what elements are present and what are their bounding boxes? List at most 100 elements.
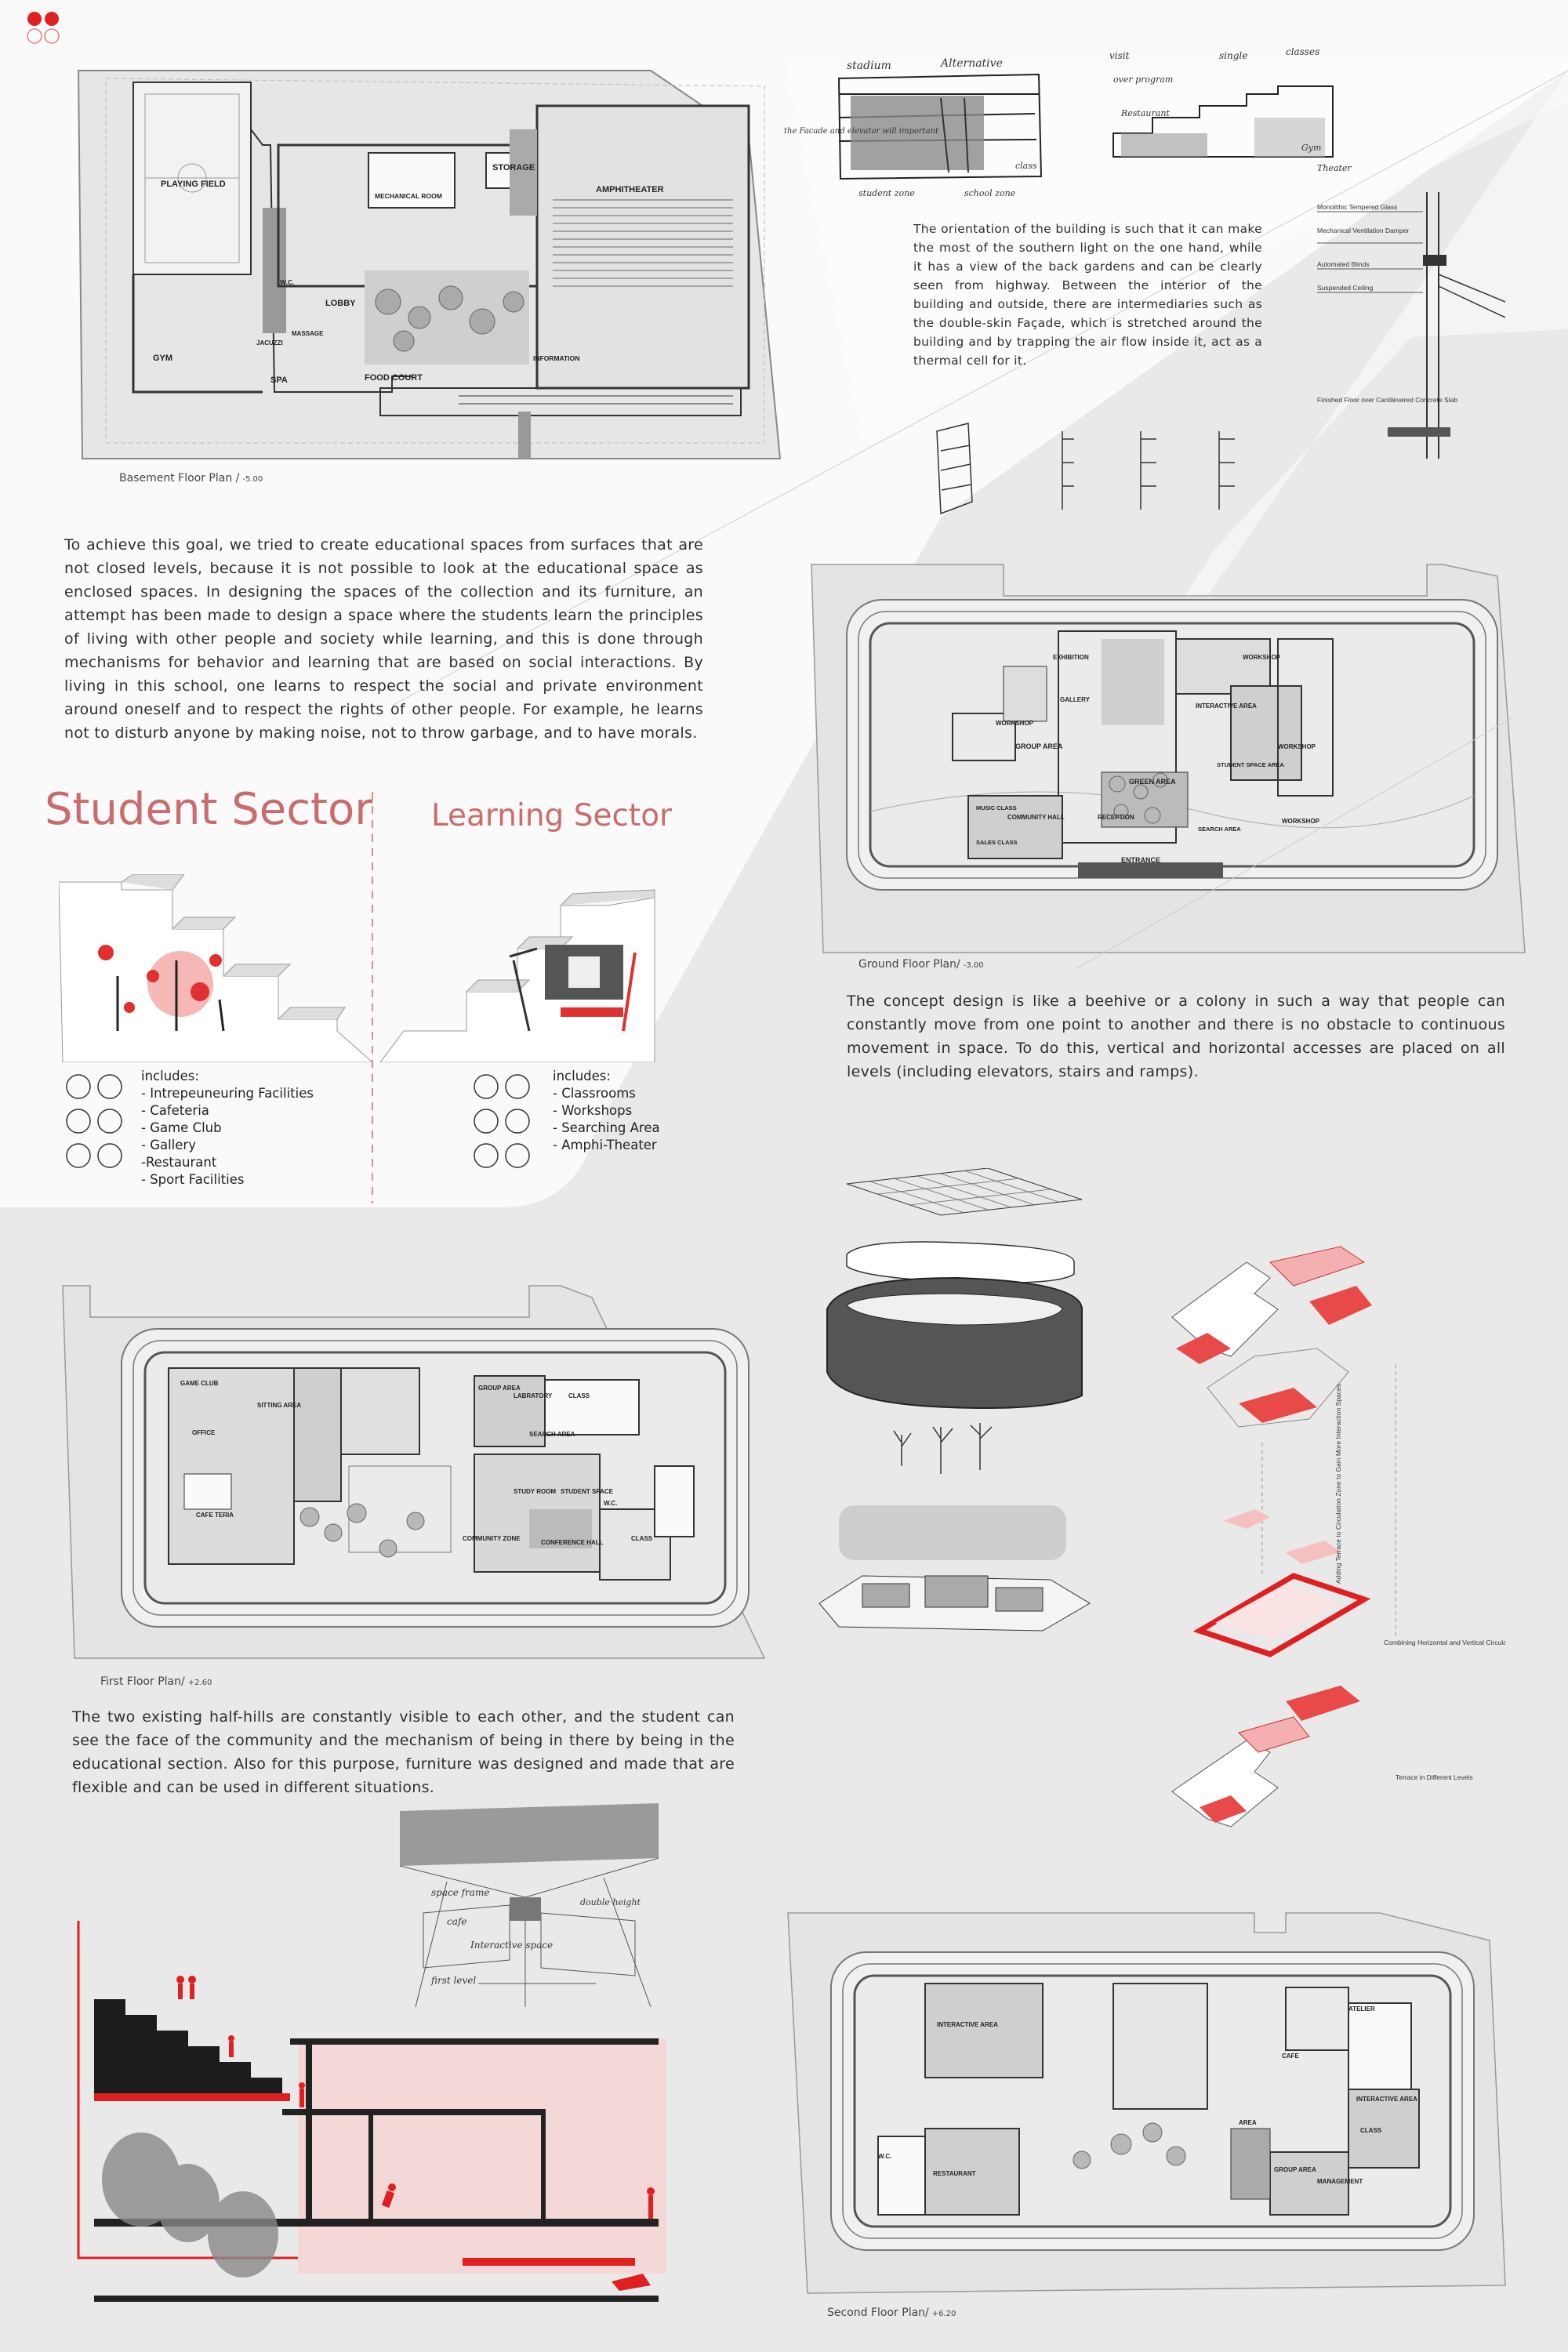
section-note: Mechanical Ventilation Damper	[1317, 227, 1409, 234]
sketch-label: first level	[430, 1975, 476, 1986]
room-label: W.C.	[878, 2153, 891, 2160]
sector-divider	[372, 792, 373, 1203]
room-label: GYM	[153, 354, 172, 363]
room-label: W.C.	[280, 278, 294, 286]
room-label: FOOD COURT	[365, 373, 423, 383]
includes-label: includes:	[141, 1069, 199, 1083]
room-label: WORKSHOP	[1282, 818, 1320, 825]
section-note: Automated Blinds	[1317, 260, 1370, 268]
room-label: GREEN AREA	[1129, 778, 1176, 786]
exploded-axonometric	[818, 1168, 1091, 1632]
halfhills-paragraph: The two existing half-hills are constant…	[72, 1708, 735, 1796]
room-label: SALES CLASS	[976, 839, 1018, 846]
ground-floor-plan: EXHIBITION GALLERY WORKSHOP WORKSHOP INT…	[811, 564, 1526, 968]
room-label: AREA	[1239, 2119, 1257, 2126]
list-item: -Restaurant	[141, 1155, 217, 1170]
room-label: MASSAGE	[292, 330, 324, 337]
diagram-note: Combining Horizontal and Vertical Circul…	[1384, 1639, 1505, 1646]
sketch-label: classes	[1286, 46, 1319, 57]
first-floor-plan: GAME CLUB SITTING AREA OFFICE CAFE TERIA…	[62, 1285, 766, 1659]
room-label: WORKSHOP	[996, 720, 1034, 727]
room-label: STUDY ROOM	[514, 1488, 556, 1495]
sketch-label: single	[1219, 50, 1247, 61]
logo-mark	[24, 8, 71, 55]
interior-perspective-sketch: space frame cafe Interactive space first…	[400, 1803, 659, 2007]
list-item: - Intrepeuneuring Facilities	[141, 1086, 314, 1101]
basement-floor-plan: PLAYING FIELD STORAGE MECHANICAL ROOM AM…	[77, 70, 782, 459]
student-sector-title: Student Sector	[45, 784, 373, 835]
student-sector-includes: includes: - Intrepeuneuring Facilities -…	[141, 1068, 314, 1189]
room-label: CAFE TERIA	[196, 1512, 234, 1519]
room-label: OFFICE	[192, 1429, 216, 1436]
room-label: INTERACTIVE AREA	[1356, 2096, 1417, 2103]
sketch-label: school zone	[964, 188, 1016, 196]
sketch-label: student zone	[858, 188, 915, 196]
room-label: GALLERY	[1060, 696, 1091, 703]
second-floor-plan: INTERACTIVE AREA ATELIER CAFE INTERACTIV…	[787, 1912, 1506, 2294]
sketch-label: Alternative	[939, 57, 1003, 70]
sketch-label: class	[1015, 161, 1037, 171]
room-label: LABRATORY	[514, 1392, 553, 1399]
room-label: WORKSHOP	[1243, 654, 1281, 661]
building-section	[77, 1921, 666, 2302]
room-label: W.C.	[604, 1500, 617, 1507]
sketch-label: cafe	[447, 1916, 466, 1927]
room-label: CLASS	[631, 1535, 653, 1542]
section-note: Suspended Ceiling	[1317, 284, 1374, 292]
list-item: - Searching Area	[553, 1120, 660, 1135]
sketch-label: over program	[1113, 74, 1173, 85]
section-note: Finished Floor over Cantilevered Concret…	[1317, 396, 1457, 404]
room-label: STORAGE	[492, 163, 535, 172]
room-label: EXHIBITION	[1053, 654, 1089, 661]
basement-caption: Basement Floor Plan /-5.00	[119, 472, 263, 485]
intro-paragraph: To achieve this goal, we tried to create…	[64, 536, 703, 742]
list-item: - Gallery	[141, 1138, 196, 1152]
list-item: - Sport Facilities	[141, 1172, 245, 1187]
sketch-label: visit	[1109, 50, 1130, 61]
room-label: MUSIC CLASS	[976, 804, 1017, 811]
room-label: COMMUNITY HALL	[1007, 814, 1065, 821]
section-note: Monolithic Tempered Glass	[1317, 203, 1397, 211]
room-label: WORKSHOP	[1278, 743, 1316, 750]
room-label: AMPHITHEATER	[596, 185, 664, 194]
facade-detail-diagrams	[936, 423, 1235, 515]
list-item: - Cafeteria	[141, 1103, 209, 1118]
orientation-paragraph: The orientation of the building is such …	[913, 222, 1262, 368]
room-label: CLASS	[1360, 2127, 1382, 2134]
room-label: CAFE	[1282, 2053, 1299, 2060]
room-label: PLAYING FIELD	[161, 180, 226, 189]
list-item: - Classrooms	[553, 1086, 636, 1101]
sector-stair-illustration	[59, 874, 655, 1062]
room-label: ATELIER	[1348, 2005, 1375, 2013]
diagram-note: Adding Terrace to Circulation Zone to Ga…	[1334, 1384, 1342, 1584]
room-label: ENTRANCE	[1121, 856, 1160, 864]
sketch-label: Theater	[1317, 163, 1352, 173]
second-caption: Second Floor Plan/+6.20	[827, 2307, 956, 2319]
room-label: STUDENT SPACE AREA	[1217, 761, 1284, 768]
room-label: RECEPTION	[1098, 814, 1134, 821]
list-item: - Game Club	[141, 1120, 222, 1135]
sketch-label: the Facade and elevator will important	[784, 127, 939, 136]
room-label: SITTING AREA	[257, 1402, 301, 1409]
room-label: STUDENT SPACE	[561, 1488, 614, 1495]
room-label: SEARCH AREA	[529, 1431, 575, 1438]
concept-sketches: stadium Alternative the Facade and eleva…	[784, 46, 1352, 196]
room-label: INTERACTIVE AREA	[937, 2021, 998, 2028]
ground-caption: Ground Floor Plan/-3.00	[858, 958, 984, 971]
learning-sector-includes: includes: - Classrooms - Workshops - Sea…	[553, 1068, 660, 1154]
room-label: INFORMATION	[533, 354, 579, 362]
room-label: GROUP AREA	[1274, 2166, 1316, 2173]
concept-paragraph: The concept design is like a beehive or …	[847, 993, 1505, 1080]
list-item: - Workshops	[553, 1103, 633, 1118]
room-label: JACUZZI	[256, 339, 283, 347]
list-item: - Amphi-Theater	[553, 1138, 657, 1152]
room-label: GROUP AREA	[478, 1385, 521, 1392]
sector-icons	[66, 1074, 530, 1168]
room-label: COMMUNITY ZONE	[463, 1535, 521, 1542]
sketch-label: space frame	[431, 1887, 489, 1898]
sketch-label: Gym	[1301, 143, 1321, 153]
sketch-label: Interactive space	[470, 1940, 553, 1951]
room-label: LOBBY	[325, 299, 356, 308]
diagram-note: Terrace in Different Levels	[1396, 1773, 1473, 1781]
sketch-label: double height	[580, 1897, 641, 1907]
